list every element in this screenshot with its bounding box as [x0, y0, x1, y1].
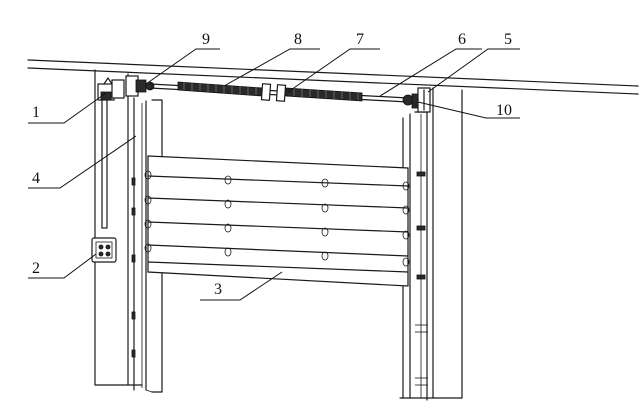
ceiling-beam: [27, 59, 639, 95]
center-coupling: [260, 83, 287, 102]
right-drum-bearing: [402, 93, 421, 109]
left-motor-bracket: [97, 77, 125, 101]
left-torsion-spring: [177, 81, 263, 97]
callout-7: 7: [356, 31, 364, 48]
leader-lines: [28, 48, 520, 301]
callout-6: 6: [458, 31, 466, 48]
limit-rod: [101, 95, 108, 229]
callout-5: 5: [504, 31, 512, 48]
callout-2: 2: [32, 260, 40, 277]
callout-1: 1: [32, 104, 40, 121]
left-guide-rail: [131, 97, 163, 393]
left-bearing: [125, 75, 155, 97]
right-wall-pillar: [399, 87, 463, 399]
right-torsion-spring: [285, 87, 363, 102]
callout-9: 9: [202, 31, 210, 48]
callout-3: 3: [214, 281, 222, 298]
control-box: [91, 237, 117, 263]
callout-4: 4: [32, 170, 40, 187]
callout-8: 8: [294, 31, 302, 48]
right-bracket: [417, 87, 431, 113]
door-curtain: [144, 155, 410, 287]
callout-10: 10: [496, 102, 512, 119]
